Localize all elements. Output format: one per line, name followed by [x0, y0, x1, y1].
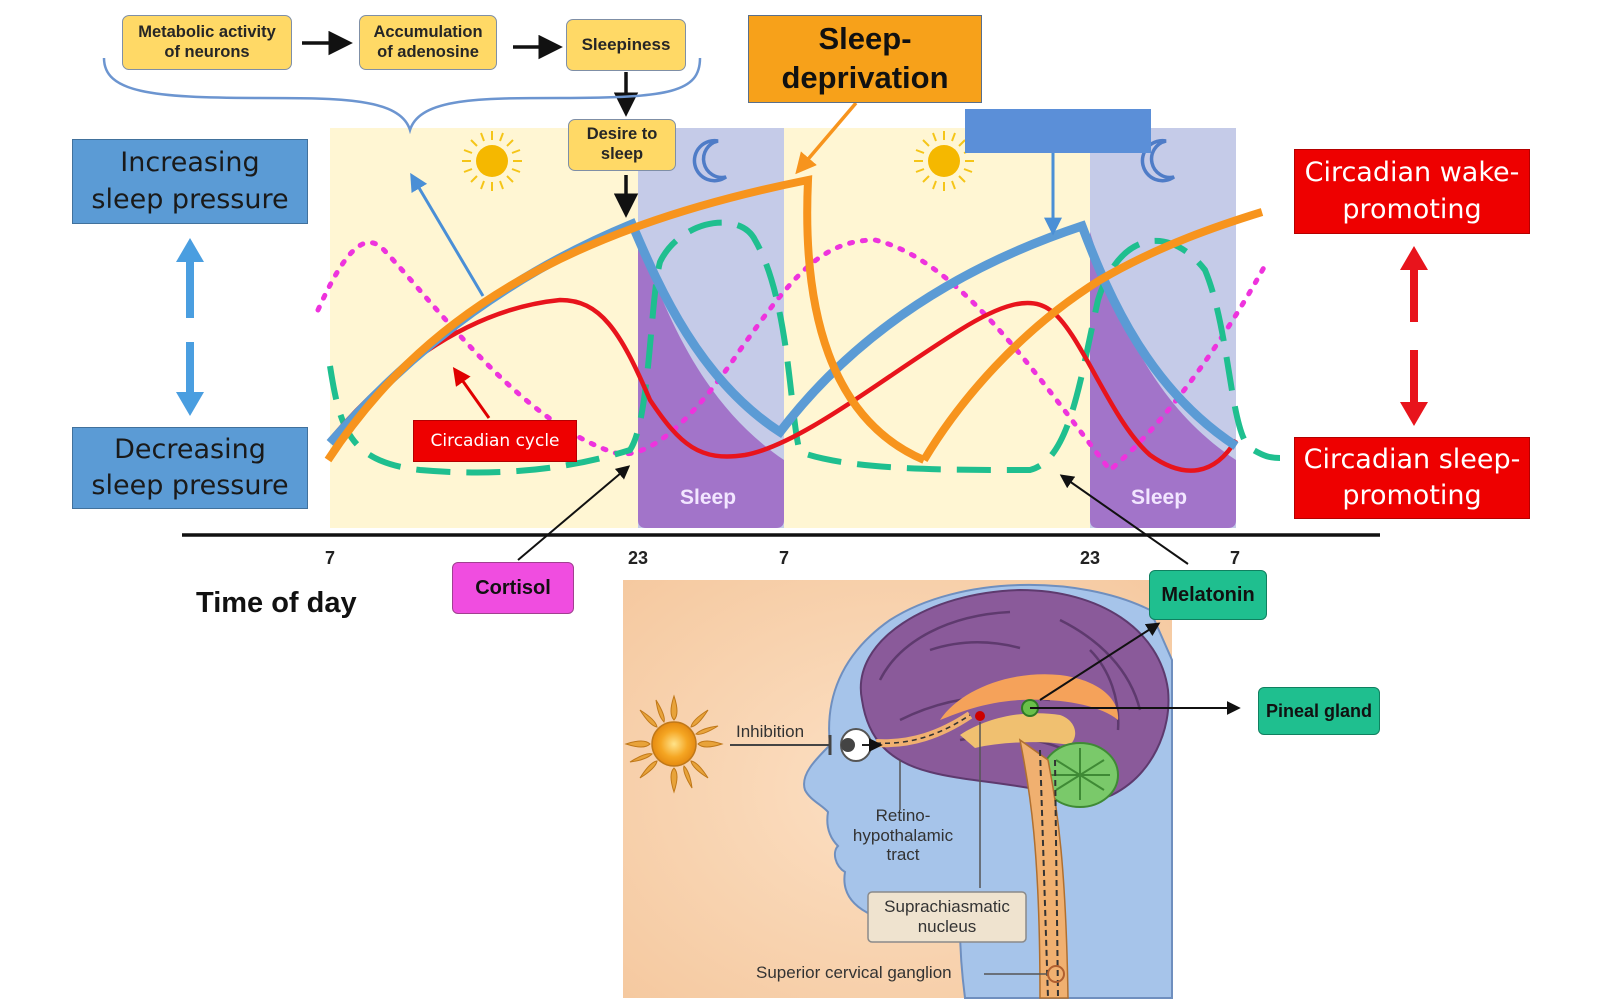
circadian-wake-promoting-box: Circadian wake- promoting — [1294, 149, 1530, 234]
superior-cervical-ganglion-label: Superior cervical ganglion — [756, 963, 952, 982]
sun-icon — [914, 131, 974, 191]
circadian-cycle-label: Circadian cycle — [413, 420, 577, 462]
deprivation-curve-2 — [920, 208, 1264, 463]
increasing-sleep-pressure-box: Increasing sleep pressure — [72, 139, 308, 224]
adenosine-box: Accumulation of adenosine — [359, 15, 497, 70]
deprivation-arrow — [795, 101, 858, 175]
axis-title: Time of day — [196, 587, 357, 619]
cortisol-curve — [315, 237, 1271, 474]
metabolic-activity-box: Metabolic activity of neurons — [122, 15, 292, 70]
sleep-label-1: Sleep — [680, 486, 737, 509]
sleep-label-2: Sleep — [1131, 486, 1188, 509]
circadian-cycle-arrow — [452, 367, 491, 419]
wake-band-1 — [330, 128, 638, 528]
inhibition-label: Inhibition — [736, 722, 805, 741]
tick-label: 7 — [778, 548, 789, 568]
melatonin-curve — [327, 219, 1281, 476]
decreasing-sleep-pressure-box: Decreasing sleep pressure — [72, 427, 308, 509]
deprivation-curve-1 — [324, 175, 926, 464]
brace-pointer-arrow — [410, 172, 485, 297]
sleep-pressure-double-arrow — [176, 238, 204, 416]
sleep-deprivation-box: Sleep- deprivation — [748, 15, 982, 103]
sleepiness-box: Sleepiness — [566, 19, 686, 71]
moon-icon — [692, 138, 728, 183]
cortisol-label: Cortisol — [452, 562, 574, 614]
brain-illustration — [623, 580, 1241, 999]
pineal-gland-label: Pineal gland — [1258, 687, 1380, 735]
sun-icon — [462, 131, 522, 191]
melatonin-arrow — [1059, 474, 1189, 565]
suprachiasmatic-label: Suprachiasmatic nucleus — [884, 897, 1010, 936]
tick-label: 23 — [627, 548, 649, 568]
retinohypothalamic-label: Retino- hypothalamic tract — [852, 806, 954, 865]
circadian-sleep-promoting-box: Circadian sleep- promoting — [1294, 437, 1530, 519]
melatonin-label: Melatonin — [1149, 570, 1267, 620]
blue-label-bar — [965, 109, 1151, 153]
cortisol-arrow — [517, 465, 631, 561]
desire-to-sleep-box: Desire to sleep — [568, 119, 676, 171]
tick-label: 7 — [1229, 548, 1240, 568]
sleep-fill-2 — [1090, 232, 1236, 528]
circadian-double-arrow — [1400, 246, 1428, 426]
circadian-curve — [328, 297, 1238, 473]
tick-label: 23 — [1079, 548, 1101, 568]
tick-label: 7 — [324, 548, 335, 568]
brace — [102, 57, 702, 135]
